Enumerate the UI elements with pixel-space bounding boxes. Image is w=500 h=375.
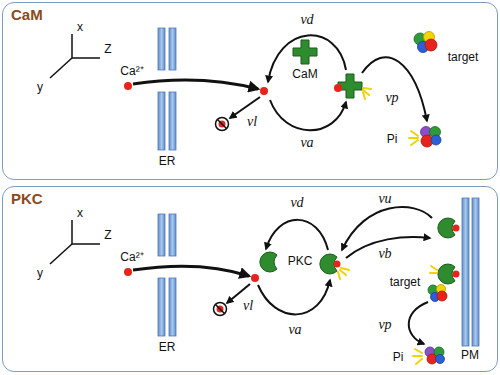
axis-label: Z xyxy=(104,229,111,242)
target-protein xyxy=(414,32,437,53)
axis-label: x xyxy=(77,21,83,34)
release-arrow xyxy=(133,80,258,89)
target-protein xyxy=(428,285,447,302)
rate-label: νa xyxy=(288,322,301,337)
axes xyxy=(50,220,100,264)
ion-label: Ca²⁺ xyxy=(120,251,143,264)
phosphorylated-target xyxy=(421,127,442,148)
pkc-protein xyxy=(260,252,277,272)
removed-ion xyxy=(214,303,227,316)
er-membrane xyxy=(158,214,176,336)
release-arrow xyxy=(133,266,249,276)
target-label: target xyxy=(448,51,479,64)
phosphorylated-target xyxy=(425,347,445,364)
panel-title: CaM xyxy=(11,6,43,23)
membrane-label: PM xyxy=(461,349,479,362)
panel: PKC xyxy=(2,186,498,372)
rate-label: νa xyxy=(300,135,313,150)
bound-pkc xyxy=(430,264,460,284)
panel-title: PKC xyxy=(11,190,43,207)
unbinding-arrow xyxy=(342,207,432,250)
pkc-complex xyxy=(320,254,349,279)
protein-label: PKC xyxy=(288,255,313,268)
plasma-membrane xyxy=(462,198,479,346)
organelle-label: ER xyxy=(159,155,176,168)
rate-label: νd xyxy=(290,195,303,210)
calcium-ion xyxy=(124,82,132,90)
phosphate-label: Pi xyxy=(393,351,404,364)
rate-label: νp xyxy=(378,317,391,332)
axis-label: x xyxy=(77,207,83,220)
calcium-ion xyxy=(124,268,132,276)
phosphate-rays xyxy=(413,349,422,364)
axis-label: y xyxy=(37,81,43,94)
rate-label: νl xyxy=(247,114,257,129)
phosphate-rays xyxy=(409,131,418,145)
calcium-ion xyxy=(251,274,259,282)
axes xyxy=(50,34,100,78)
er-membrane xyxy=(158,28,176,150)
cam-protein xyxy=(293,40,317,64)
ion-label: Ca²⁺ xyxy=(120,65,143,78)
panel: CaM xyxy=(2,2,498,180)
cam-complex xyxy=(334,74,371,99)
phosphorylation-arrow xyxy=(409,302,428,344)
rate-label: νp xyxy=(385,90,398,105)
protein-label: CaM xyxy=(292,68,317,81)
association-arrow xyxy=(258,280,330,314)
rate-label: νd xyxy=(300,12,313,27)
rate-label: νb xyxy=(378,246,391,261)
axis-label: y xyxy=(37,267,43,280)
target-label: target xyxy=(390,276,421,289)
axis-label: Z xyxy=(104,43,111,56)
rate-label: νl xyxy=(243,298,253,313)
phosphorylation-arrow xyxy=(362,57,427,121)
removed-ion xyxy=(216,118,229,131)
organelle-label: ER xyxy=(159,341,176,354)
calcium-ion xyxy=(260,87,268,95)
association-arrow xyxy=(270,100,346,130)
phosphate-label: Pi xyxy=(387,133,398,146)
dissociation-arrow xyxy=(266,220,328,250)
rate-label: νu xyxy=(378,191,391,206)
bound-pkc xyxy=(438,218,460,238)
dissociation-arrow xyxy=(268,35,346,82)
